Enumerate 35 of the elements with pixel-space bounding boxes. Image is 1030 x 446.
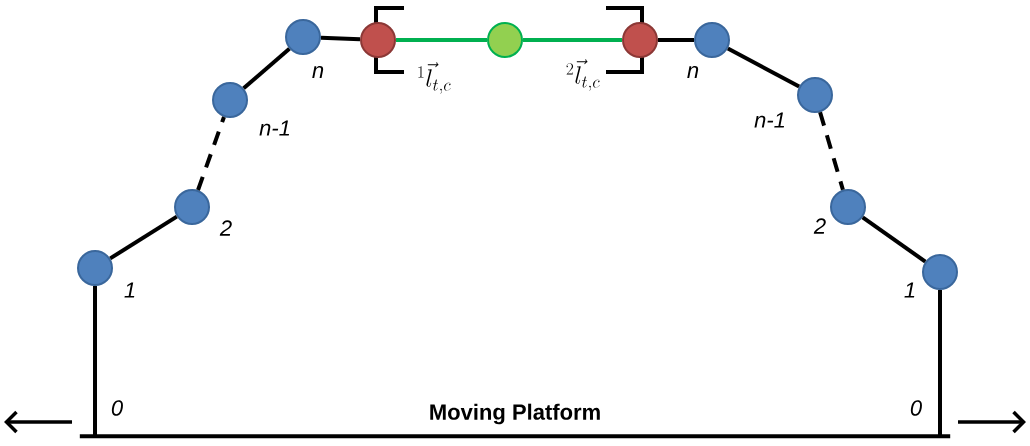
link-line [109, 214, 178, 261]
joint-number: 2 [813, 218, 826, 234]
joint-number: 0 [111, 400, 123, 416]
joint-number: 2 [219, 220, 232, 236]
joint-number: 1 [904, 282, 915, 298]
link-line [818, 111, 845, 191]
joint-circle [77, 250, 113, 286]
joint-circle [360, 22, 396, 58]
link-line [396, 38, 487, 42]
joint-circle [797, 77, 833, 113]
joint-circle [622, 22, 658, 58]
joint-circle [830, 189, 866, 225]
link-line [196, 116, 226, 191]
joint-number: n-1 [259, 120, 290, 136]
joint-number: 0 [910, 400, 922, 416]
joint-circle [212, 82, 248, 118]
joint-number: n-1 [754, 112, 785, 128]
joint-circle [694, 22, 730, 58]
vector-label: ${}^{2}\vec{l}_{t,c}$ [566, 59, 600, 91]
vector-label: ${}^{1}\vec{l}_{t,c}$ [418, 62, 451, 94]
joint-circle [285, 19, 321, 55]
joint-number: 1 [124, 282, 135, 298]
link-line [861, 215, 927, 264]
link-line [726, 46, 801, 89]
link-line [658, 38, 694, 42]
link-line [93, 286, 97, 437]
link-line [320, 35, 361, 42]
link-line [938, 290, 942, 437]
joint-circle [174, 189, 210, 225]
link-line [523, 38, 622, 42]
joint-number: n [687, 66, 699, 78]
link-line [242, 47, 291, 90]
joint-circle [487, 22, 523, 58]
joint-number: n [312, 66, 324, 78]
joint-circle [922, 254, 958, 290]
